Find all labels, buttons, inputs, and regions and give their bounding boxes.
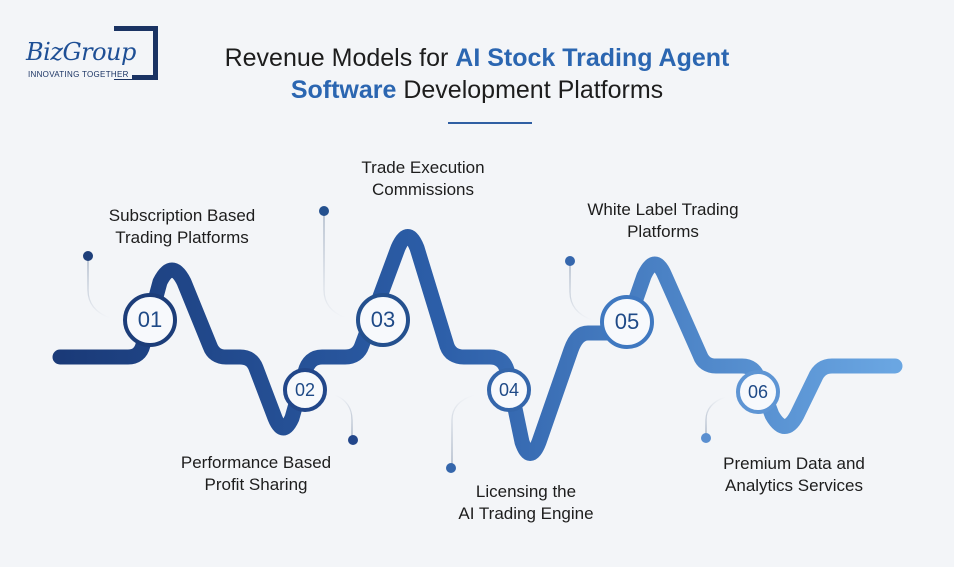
- step-03-label-line1: Trade Execution: [361, 158, 485, 177]
- connector-01: [83, 251, 111, 319]
- bizgroup-logo: BizGroup INNOVATING TOGETHER: [26, 26, 161, 86]
- step-06-label-line2: Analytics Services: [725, 476, 863, 495]
- step-02-circle: 02: [283, 368, 327, 412]
- step-02-label-line1: Performance Based: [180, 453, 332, 472]
- title-underline: [448, 122, 532, 124]
- step-05-label-line2: Platforms: [627, 222, 699, 241]
- step-03-number: 03: [370, 307, 396, 332]
- step-05-circle: 05: [600, 295, 654, 349]
- step-04-label: Licensing the AI Trading Engine: [406, 481, 646, 525]
- step-04-label-line1: Licensing the: [475, 482, 577, 501]
- step-02-label: Performance Based Profit Sharing: [136, 452, 376, 496]
- title-part1: Revenue Models for: [224, 44, 456, 72]
- logo-frame: [114, 26, 158, 80]
- step-03-label-line2: Commissions: [371, 180, 475, 199]
- page-title: Revenue Models for AI Stock Trading Agen…: [0, 42, 954, 106]
- title-highlight1: AI Stock Trading Agent: [455, 44, 730, 72]
- step-04-circle: 04: [487, 368, 531, 412]
- title-part2: Development Platforms: [396, 76, 664, 104]
- title-highlight2: Software: [290, 76, 397, 104]
- logo-tagline: INNOVATING TOGETHER: [28, 70, 132, 79]
- step-05-label: White Label Trading Platforms: [543, 199, 783, 243]
- connector-02: [334, 394, 358, 445]
- connector-06: [701, 396, 726, 443]
- step-01-number: 01: [137, 307, 163, 332]
- step-06-label-line1: Premium Data and: [723, 454, 865, 473]
- step-06-number: 06: [747, 381, 769, 402]
- step-03-label: Trade Execution Commissions: [303, 157, 543, 201]
- step-06-label: Premium Data and Analytics Services: [674, 453, 914, 497]
- connector-05: [565, 256, 593, 321]
- step-01-label-line2: Trading Platforms: [115, 228, 249, 247]
- connector-04: [446, 394, 475, 473]
- connector-03: [319, 206, 347, 319]
- title-line-1: Revenue Models for AI Stock Trading Agen…: [0, 42, 954, 74]
- wave-line: [52, 229, 903, 461]
- step-01-circle: 01: [123, 293, 177, 347]
- step-02-number: 02: [294, 379, 316, 400]
- step-04-label-line2: AI Trading Engine: [458, 504, 594, 523]
- logo-name: BizGroup: [26, 38, 138, 66]
- step-01-label: Subscription Based Trading Platforms: [62, 205, 302, 249]
- step-04-number: 04: [498, 379, 520, 400]
- title-line-2: Software Development Platforms: [0, 74, 954, 106]
- step-06-circle: 06: [736, 370, 780, 414]
- step-01-label-line1: Subscription Based: [108, 206, 256, 225]
- step-05-label-line1: White Label Trading: [587, 200, 739, 219]
- step-03-circle: 03: [356, 293, 410, 347]
- step-05-number: 05: [614, 309, 640, 334]
- step-02-label-line2: Profit Sharing: [204, 475, 308, 494]
